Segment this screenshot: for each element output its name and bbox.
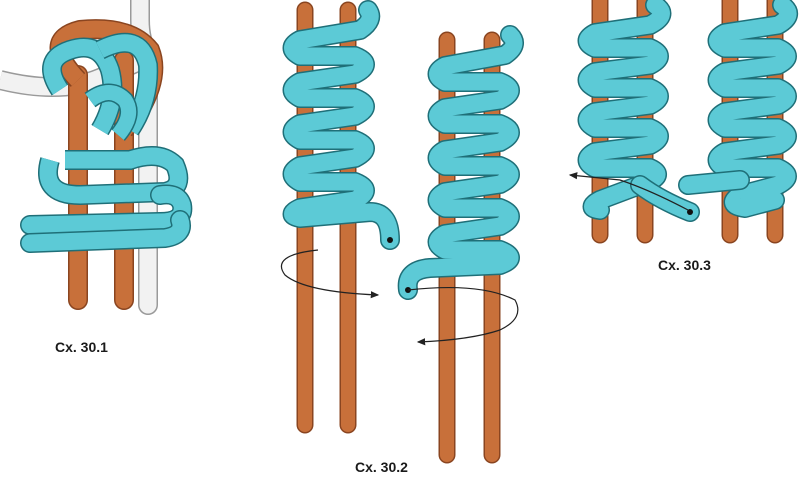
blue-cord-knot	[42, 32, 159, 141]
blue-cord-wraps	[20, 146, 193, 253]
caption-fig-30-2: Сх. 30.2	[355, 459, 408, 475]
blue-coil-fig3-left	[577, 0, 700, 222]
caption-fig-30-1: Сх. 30.1	[55, 339, 108, 355]
rotation-arrow-left	[280, 249, 380, 299]
blue-coil-fig3-right	[678, 0, 798, 218]
rotation-arrow-right	[407, 286, 519, 346]
figure-30-1: Сх. 30.1	[0, 0, 193, 355]
blue-coil-right	[397, 25, 524, 300]
figure-30-3: Сх. 30.3	[568, 0, 798, 273]
blue-coil-left	[282, 0, 400, 250]
figure-30-2: Сх. 30.2	[280, 0, 524, 475]
direction-arrow-fig3	[568, 172, 689, 211]
caption-fig-30-3: Сх. 30.3	[658, 257, 711, 273]
